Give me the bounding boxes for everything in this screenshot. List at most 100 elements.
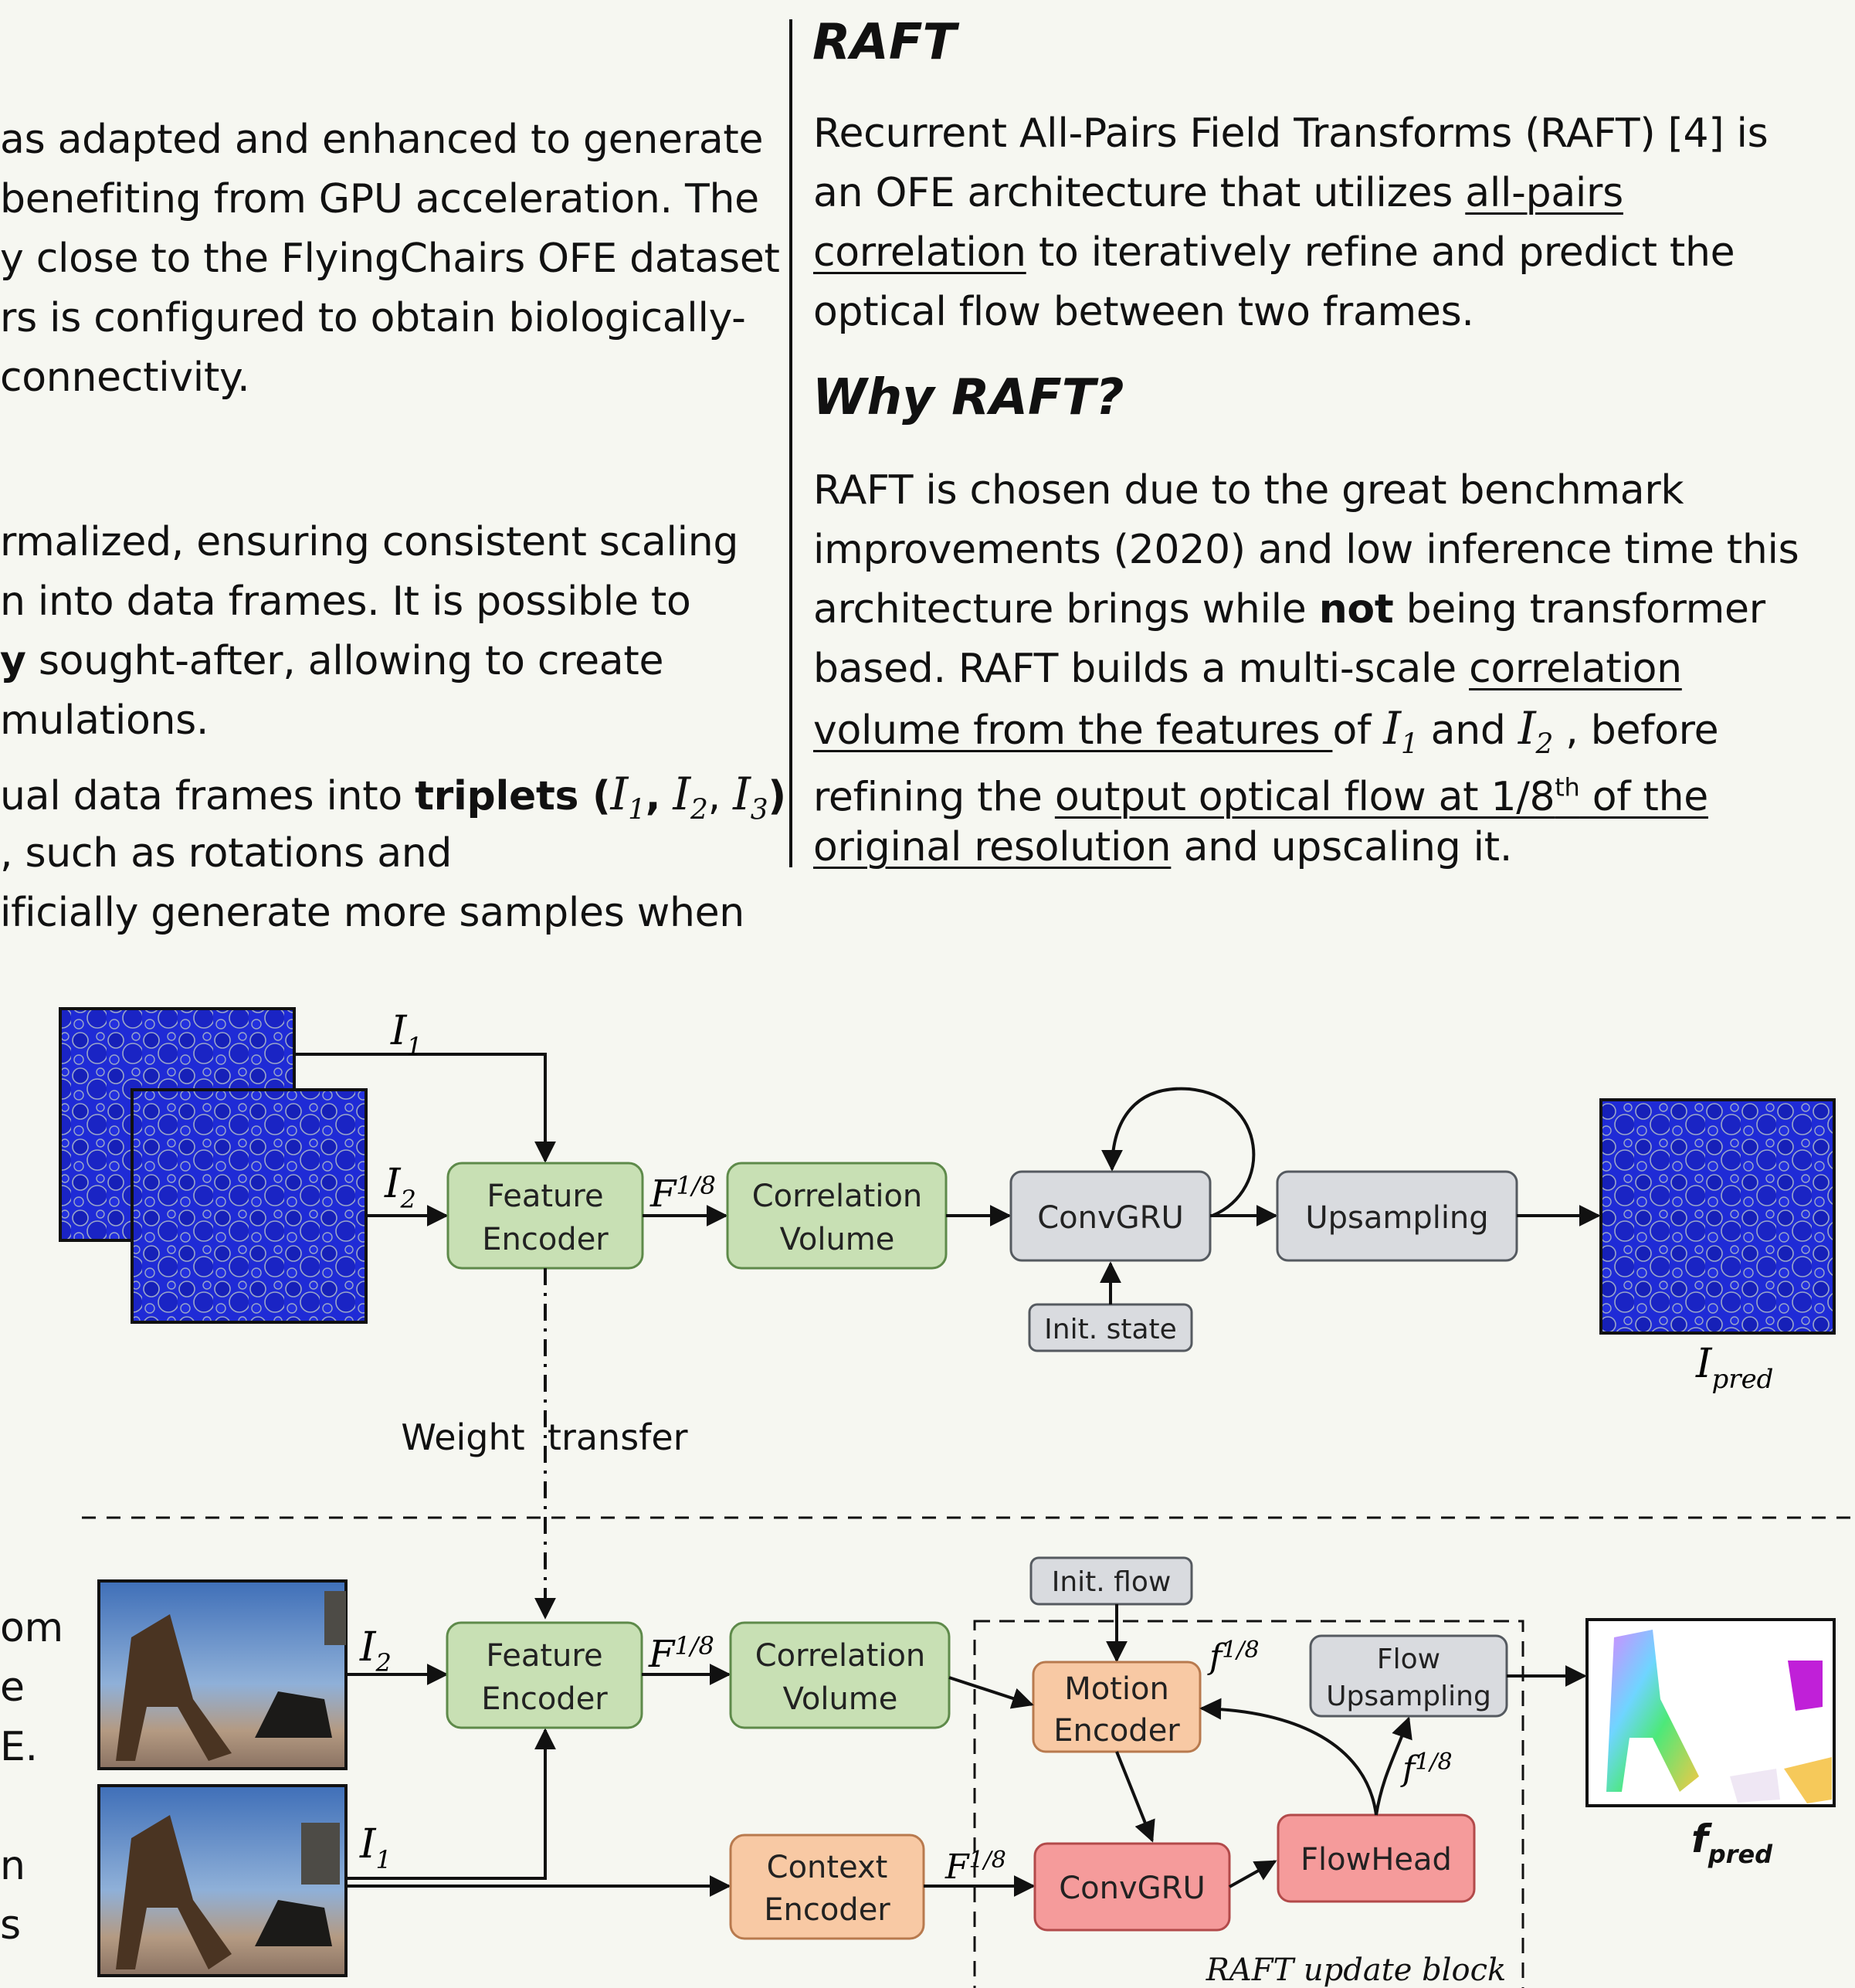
correlation-volume-bottom-label: Correlation xyxy=(755,1638,926,1674)
arrow-flowhead-motion xyxy=(1199,1698,1378,1816)
chair-image-i2 xyxy=(97,1579,348,1770)
correlation-volume-term: correlation xyxy=(1469,646,1682,692)
original-resolution-term: original resolution xyxy=(813,824,1172,870)
arrow-convgru-flowhead xyxy=(1229,1860,1277,1888)
label-i1-bottom: I1 xyxy=(359,1821,392,1874)
math-i1: I1 xyxy=(1383,702,1419,761)
label-i1-top: I1 xyxy=(390,1008,422,1061)
label-i2-bottom: I2 xyxy=(359,1624,392,1678)
arrow-i1-to-feature xyxy=(346,1728,556,1880)
correlation-volume-bottom-label: Volume xyxy=(783,1681,898,1717)
left-p1-line: rs is configured to obtain biologically- xyxy=(0,295,746,341)
feature-encoder-bottom-label: Encoder xyxy=(481,1681,608,1717)
left-paragraph-2: rmalized, ensuring consistent scaling n … xyxy=(0,513,738,751)
correlation-volume-top-label: Correlation xyxy=(752,1179,923,1214)
raft-p1-line: Recurrent All-Pairs Field Transforms (RA… xyxy=(813,110,1769,157)
left-p2-line: y sought-after, allowing to create xyxy=(0,632,738,691)
left-p3-line: , such as rotations and xyxy=(0,830,453,877)
left-fragment: e xyxy=(0,1664,25,1711)
why-line: refining the output optical flow at 1/8t… xyxy=(813,773,1708,821)
left-p1-line: connectivity. xyxy=(0,355,250,401)
not-emphasis: not xyxy=(1318,586,1394,633)
motion-encoder-label: Encoder xyxy=(1053,1713,1180,1749)
flowhead-label: FlowHead xyxy=(1301,1842,1452,1878)
init-state-label: Init. state xyxy=(1044,1314,1177,1345)
left-fragment: E. xyxy=(0,1724,38,1770)
triplets-label: triplets ( xyxy=(415,773,611,819)
left-fragment: s xyxy=(0,1902,21,1949)
raft-paragraph: Recurrent All-Pairs Field Transforms (RA… xyxy=(813,104,1769,342)
input-cell-image-2 xyxy=(131,1088,368,1324)
arrow-i1-top xyxy=(294,1053,556,1163)
left-paragraph-3: ual data frames into triplets (I1, I2, I… xyxy=(0,765,786,943)
features-term: volume from the features xyxy=(813,707,1333,754)
left-p1-line: y close to the FlyingChairs OFE dataset xyxy=(0,236,780,282)
left-p2-line: mulations. xyxy=(0,697,209,744)
correlation-volume-top-label: Volume xyxy=(780,1222,895,1257)
context-encoder-label: Context xyxy=(767,1850,888,1885)
left-p3-text: ual data frames into xyxy=(0,773,415,819)
upsampling-label: Upsampling xyxy=(1305,1200,1488,1236)
predicted-cell-image xyxy=(1599,1098,1836,1335)
label-f18-top: F1/8 xyxy=(649,1171,716,1216)
flow-upsampling-label: Upsampling xyxy=(1326,1681,1491,1712)
label-fpred: fpred xyxy=(1691,1817,1773,1869)
weight-transfer-label: Weight transfer xyxy=(401,1416,687,1458)
label-f18-flowhead: f1/8 xyxy=(1400,1749,1453,1789)
motion-encoder-label: Motion xyxy=(1064,1671,1169,1707)
left-p3-line: ificially generate more samples when xyxy=(0,890,744,936)
math-i2: I2 xyxy=(673,768,708,826)
feature-encoder-bottom-label: Feature xyxy=(486,1638,602,1674)
why-line: original resolution and upscaling it. xyxy=(813,824,1513,870)
raft-update-block-label: RAFT update block xyxy=(1206,1952,1507,1988)
left-p2-bold-fragment: y xyxy=(0,638,26,684)
predicted-flow-image xyxy=(1585,1618,1836,1807)
left-p2-text: sought-after, allowing to create xyxy=(38,638,664,684)
why-raft-paragraph: RAFT is chosen due to the great benchmar… xyxy=(813,461,1799,877)
chair-image-i1 xyxy=(97,1784,348,1977)
flow-upsampling-label: Flow xyxy=(1377,1644,1440,1675)
why-line: based. RAFT builds a multi-scale correla… xyxy=(813,646,1682,692)
math-i1: I1 xyxy=(610,768,646,826)
label-ipred: Ipred xyxy=(1695,1341,1773,1395)
context-encoder-label: Encoder xyxy=(764,1892,890,1928)
math-i3: I3 xyxy=(733,768,768,826)
convgru-top-label: ConvGRU xyxy=(1037,1200,1184,1236)
why-line: improvements (2020) and low inference ti… xyxy=(813,527,1799,573)
left-p1-line: as adapted and enhanced to generate xyxy=(0,117,764,163)
column-divider xyxy=(789,19,792,867)
raft-p1-line: an OFE architecture that utilizes all-pa… xyxy=(813,170,1623,216)
convgru-bottom-label: ConvGRU xyxy=(1059,1871,1206,1906)
why-line: architecture brings while not being tran… xyxy=(813,586,1765,633)
left-p3-line: ual data frames into triplets (I1, I2, I… xyxy=(0,768,786,826)
label-f18-bottom: F1/8 xyxy=(648,1631,714,1676)
feature-encoder-top-label: Encoder xyxy=(482,1222,609,1257)
math-i2: I2 xyxy=(1518,702,1554,761)
raft-p1-line: optical flow between two frames. xyxy=(813,289,1474,335)
init-flow-label: Init. flow xyxy=(1052,1566,1172,1598)
raft-heading: RAFT xyxy=(812,14,957,71)
arrow-motion-convgru xyxy=(1115,1751,1155,1843)
label-i2-top: I2 xyxy=(384,1161,416,1214)
correlation-volume-bottom xyxy=(729,1621,951,1729)
all-pairs-term: all-pairs xyxy=(1465,170,1623,216)
left-p1-line: benefiting from GPU acceleration. The xyxy=(0,176,759,222)
why-line: volume from the features of I1 and I2 , … xyxy=(813,702,1719,761)
arrow-flowhead-upsampling xyxy=(1375,1716,1412,1816)
raft-p1-line: correlation to iteratively refine and pr… xyxy=(813,229,1735,276)
convgru-recurrent-loop xyxy=(1101,1087,1256,1217)
arrow-corr-motion xyxy=(948,1676,1034,1709)
init-flow-box xyxy=(1029,1556,1193,1606)
correlation-term: correlation xyxy=(813,229,1026,276)
why-line: RAFT is chosen due to the great benchmar… xyxy=(813,467,1684,514)
left-fragments: om e E. n s xyxy=(0,1599,63,1956)
left-p2-line: rmalized, ensuring consistent scaling xyxy=(0,519,739,565)
feature-encoder-top-label: Feature xyxy=(487,1179,603,1214)
output-flow-term: output optical flow at 1/8th of the xyxy=(1054,773,1708,821)
label-f18-motion: f1/8 xyxy=(1207,1637,1260,1677)
left-fragment: om xyxy=(0,1605,63,1651)
why-raft-heading: Why RAFT? xyxy=(812,369,1124,426)
raft-update-block xyxy=(973,1620,1524,1988)
left-paragraph-1: as adapted and enhanced to generate bene… xyxy=(0,110,780,408)
